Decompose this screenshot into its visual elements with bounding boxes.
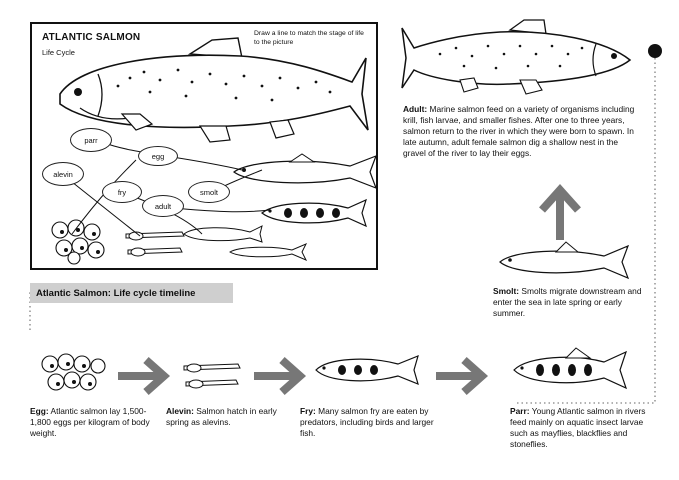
smolt-description: Smolt: Smolts migrate downstream and ent…: [493, 286, 653, 319]
egg-stage-text: Atlantic salmon lay 1,500-1,800 eggs per…: [30, 406, 150, 438]
worksheet-panel: ATLANTIC SALMON Life Cycle Draw a line t…: [30, 22, 378, 270]
label-bubble-alevin: alevin: [42, 162, 84, 186]
alevin-stage-text: Salmon hatch in early spring as alevins.: [166, 406, 277, 427]
egg-stage-name: Egg:: [30, 406, 49, 416]
alevin-stage-name: Alevin:: [166, 406, 194, 416]
arrow-right-icon-2: [254, 357, 307, 395]
alevin-illustration-small: [125, 231, 185, 257]
arrow-right-icon-1: [118, 357, 171, 395]
label-bubble-egg: egg: [138, 146, 178, 166]
fry-stage-name: Fry:: [300, 406, 316, 416]
arrow-up-icon: [539, 184, 581, 240]
adult-description: Adult: Marine salmon feed on a variety o…: [403, 104, 643, 159]
parr-stage-text: Young Atlantic salmon in rivers feed mai…: [510, 406, 646, 449]
parr-illustration-small: [261, 198, 367, 228]
fry-stage-text: Many salmon fry are eaten by predators, …: [300, 406, 434, 438]
arrow-right-icon-3: [436, 357, 489, 395]
timeline-banner: Atlantic Salmon: Life cycle timeline: [30, 283, 233, 303]
parr-description: Parr: Young Atlantic salmon in rivers fe…: [510, 406, 654, 450]
fry-illustration-small: [183, 225, 308, 261]
alevin-drawing: [183, 363, 241, 389]
fry-drawing: [315, 354, 419, 386]
label-bubble-fry: fry: [102, 181, 142, 203]
alevin-description: Alevin: Salmon hatch in early spring as …: [166, 406, 278, 428]
label-bubble-parr: parr: [70, 128, 112, 152]
worksheet-subtitle: Life Cycle: [42, 48, 75, 57]
egg-description: Egg: Atlantic salmon lay 1,500-1,800 egg…: [30, 406, 150, 439]
label-bubble-smolt: smolt: [188, 181, 230, 203]
label-bubble-adult: adult: [142, 195, 184, 217]
smolt-illustration-small: [232, 153, 378, 190]
smolt-stage-name: Smolt:: [493, 286, 520, 296]
adult-salmon-illustration: [59, 37, 369, 143]
worksheet-title: ATLANTIC SALMON: [42, 32, 141, 43]
smolt-drawing: [499, 241, 630, 280]
adult-stage-name: Adult:: [403, 104, 428, 114]
parr-stage-name: Parr:: [510, 406, 530, 416]
smolt-stage-text: Smolts migrate downstream and enter the …: [493, 286, 642, 318]
adult-stage-text: Marine salmon feed on a variety of organ…: [403, 104, 635, 158]
fry-description: Fry: Many salmon fry are eaten by predat…: [300, 406, 450, 439]
parr-drawing: [513, 347, 628, 390]
worksheet-instruction: Draw a line to match the stage of life t…: [254, 30, 364, 46]
adult-salmon-drawing: [401, 19, 632, 95]
eggs-drawing: [41, 353, 106, 391]
